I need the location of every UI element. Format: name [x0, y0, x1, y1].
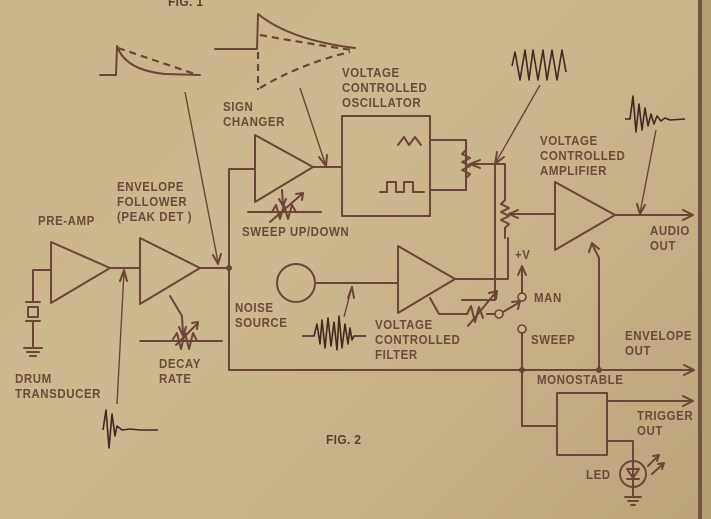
pointer-line	[299, 87, 326, 164]
audio-out-waveform-icon	[625, 95, 686, 133]
pointer-line	[184, 91, 219, 263]
page-edge-shadow	[698, 0, 702, 519]
led-label: LED	[586, 468, 611, 482]
vca-triangle	[554, 181, 616, 251]
sweep-updown-label: SWEEP UP/DOWN	[242, 225, 350, 239]
vcf-triangle	[397, 245, 456, 314]
fig2-caption: FIG. 2	[326, 432, 362, 447]
plus-v-label: +V	[515, 248, 531, 262]
pre-amp-label: PRE-AMP	[38, 214, 95, 228]
envelope-follower-triangle	[139, 237, 201, 305]
drum-hit-waveform-icon	[102, 409, 158, 449]
drum-transducer-symbol	[23, 269, 52, 357]
vco-label: VOLTAGE CONTROLLED OSCILLATOR	[342, 66, 428, 110]
drum-transducer-label: DRUM TRANSDUCER	[15, 372, 102, 401]
sign-changer-label: SIGN CHANGER	[223, 100, 286, 129]
audio-out-label: AUDIO OUT	[650, 224, 690, 253]
noise-source-circle	[276, 263, 316, 303]
square-wave-icon	[379, 181, 425, 193]
sweep-switch-terminal[interactable]	[517, 324, 527, 334]
noise-waveform-icon	[302, 315, 366, 351]
vcf-label: VOLTAGE CONTROLLED FILTER	[375, 318, 461, 362]
man-switch-terminal[interactable]	[517, 292, 527, 302]
sign-changer-waveform-icon	[214, 13, 356, 90]
envelope-waveform-icon	[99, 45, 201, 76]
page-edge	[702, 0, 711, 519]
vca-label: VOLTAGE CONTROLLED AMPLIFIER	[540, 134, 626, 178]
envelope-follower-label: ENVELOPE FOLLOWER (PEAK DET )	[117, 180, 193, 224]
monostable-label: MONOSTABLE	[537, 373, 624, 387]
man-label: MAN	[534, 291, 562, 305]
decay-rate-label: DECAY RATE	[159, 357, 201, 386]
sweep-label: SWEEP	[531, 333, 576, 347]
noise-source-label: NOISE SOURCE	[235, 301, 288, 330]
trigger-out-label: TRIGGER OUT	[637, 409, 694, 438]
led-symbol	[619, 454, 665, 506]
sweep-updown-potentiometer[interactable]	[247, 189, 322, 223]
decay-rate-potentiometer[interactable]	[139, 295, 223, 350]
oscillator-waveform-icon	[511, 49, 567, 81]
pre-amp-triangle	[50, 241, 111, 304]
vco-box	[341, 115, 431, 217]
sign-changer-triangle	[254, 134, 314, 203]
vcf-potentiometer[interactable]	[466, 290, 498, 327]
triangle-wave-icon	[397, 136, 422, 146]
monostable-box	[556, 392, 608, 456]
fig1-caption: FIG. 1	[168, 0, 204, 9]
envelope-out-label: ENVELOPE OUT	[625, 329, 693, 358]
